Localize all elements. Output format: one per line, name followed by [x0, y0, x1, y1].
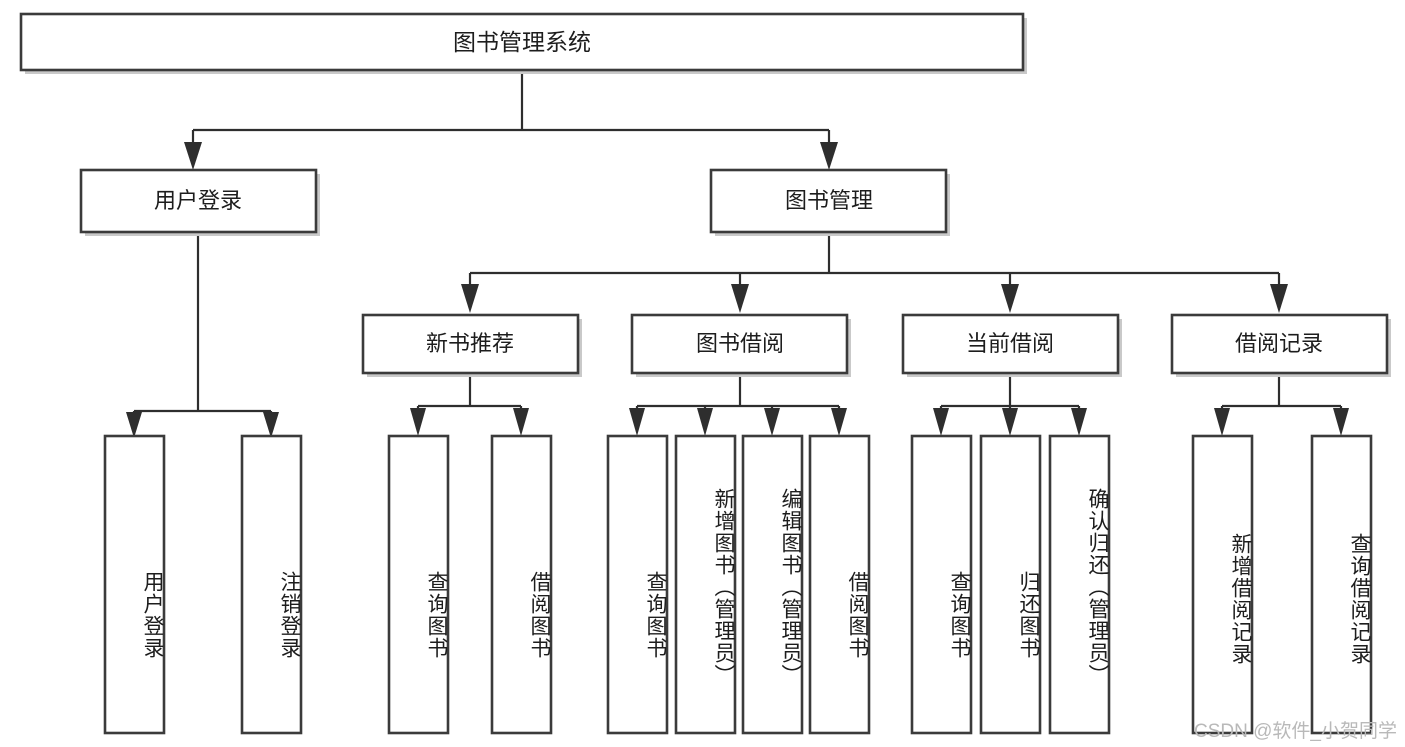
arrow-to-current-borrow: [1001, 284, 1019, 313]
arrow-to-borrow-record: [1270, 284, 1288, 313]
leaf-box-currentborrow-2[interactable]: [979, 434, 1042, 735]
node-borrow-record-box[interactable]: [1170, 313, 1389, 375]
leaf-box-bookborrow-2[interactable]: [674, 434, 737, 735]
leaf-box-currentborrow-1[interactable]: [910, 434, 973, 735]
arrow-bookborrow-leaf4: [831, 408, 847, 436]
node-book-management-box[interactable]: [709, 168, 948, 234]
leaf-box-newbook-1[interactable]: [387, 434, 450, 735]
node-root-label: 图书管理系统: [453, 29, 591, 55]
node-current-borrow-label: 当前借阅: [966, 331, 1054, 356]
arrow-user-login-leaf1: [126, 412, 142, 438]
leaf-box-borrowrecord-1[interactable]: [1191, 434, 1254, 735]
watermark-text: CSDN @软件_小贺同学: [1194, 721, 1397, 742]
leaf-box-borrowrecord-2[interactable]: [1310, 434, 1373, 735]
node-borrow-record[interactable]: 借阅记录: [1170, 313, 1391, 377]
arrow-newbook-leaf2: [513, 408, 529, 436]
arrow-newbook-leaf1: [410, 408, 426, 436]
node-current-borrow-box[interactable]: [901, 313, 1120, 375]
arrow-user-login-leaf2: [263, 412, 279, 438]
leaf-box-currentborrow-3[interactable]: [1048, 434, 1111, 735]
node-user-login[interactable]: 用户登录: [79, 168, 320, 236]
leaf-box-group: [103, 434, 1373, 735]
arrow-bookborrow-leaf1: [629, 408, 645, 436]
node-user-login-label: 用户登录: [154, 188, 242, 213]
node-user-login-box[interactable]: [79, 168, 318, 234]
leaf-box-newbook-2[interactable]: [490, 434, 553, 735]
node-new-book-recommend-label: 新书推荐: [426, 331, 514, 356]
arrow-borrowrecord-leaf2: [1333, 408, 1349, 436]
node-new-book-recommend-box[interactable]: [361, 313, 580, 375]
arrow-to-book-borrow: [731, 284, 749, 313]
leaf-box-user-login-2[interactable]: [240, 434, 303, 735]
node-new-book-recommend[interactable]: 新书推荐: [361, 313, 582, 377]
arrow-currentborrow-leaf1: [933, 408, 949, 436]
arrow-to-new-book: [461, 284, 479, 313]
node-root-box[interactable]: [19, 12, 1025, 72]
node-current-borrow[interactable]: 当前借阅: [901, 313, 1122, 377]
node-borrow-record-label: 借阅记录: [1235, 331, 1323, 356]
node-book-borrow-box[interactable]: [630, 313, 849, 375]
node-root[interactable]: 图书管理系统: [19, 12, 1027, 74]
leaf-box-bookborrow-1[interactable]: [606, 434, 669, 735]
node-book-management-label: 图书管理: [785, 188, 873, 213]
node-book-management[interactable]: 图书管理: [709, 168, 950, 236]
leaf-box-bookborrow-3[interactable]: [741, 434, 804, 735]
connector-group: [126, 70, 1349, 438]
arrow-to-book-mgmt: [820, 142, 838, 170]
arrow-currentborrow-leaf2: [1002, 408, 1018, 436]
node-book-borrow-label: 图书借阅: [696, 331, 784, 356]
arrow-to-user-login: [184, 142, 202, 170]
arrow-bookborrow-leaf3: [764, 408, 780, 436]
leaf-box-user-login-1[interactable]: [103, 434, 166, 735]
arrow-currentborrow-leaf3: [1071, 408, 1087, 436]
arrow-borrowrecord-leaf1: [1214, 408, 1230, 436]
node-book-borrow[interactable]: 图书借阅: [630, 313, 851, 377]
leaf-box-bookborrow-4[interactable]: [808, 434, 871, 735]
arrow-bookborrow-leaf2: [697, 408, 713, 436]
